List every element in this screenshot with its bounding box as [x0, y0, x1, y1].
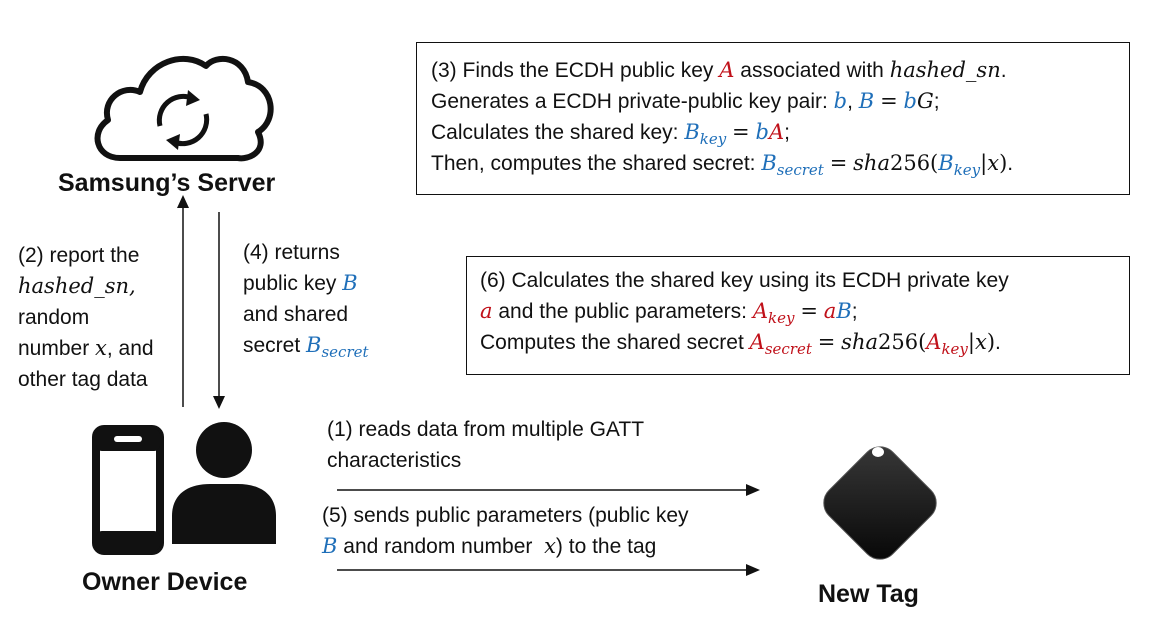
- tag-icon: [823, 446, 937, 560]
- step3-line-3: Calculates the shared key: Bkey = bA;: [431, 120, 790, 148]
- step2-line: (2) report the: [18, 244, 140, 267]
- step5-line: B and random number x) to the tag: [322, 534, 657, 558]
- step5-line: (5) sends public parameters (public key: [322, 504, 689, 527]
- person-icon: [172, 422, 276, 544]
- step6-line-2: a and the public parameters: Akey = aB;: [480, 299, 858, 327]
- step2-label: (2) report the hashed_sn, random number …: [18, 240, 154, 395]
- step1-label: (1) reads data from multiple GATT charac…: [327, 414, 644, 476]
- step4-label: (4) returns public key B and shared secr…: [243, 237, 369, 361]
- step3-line-4: Then, computes the shared secret: Bsecre…: [431, 151, 1014, 179]
- owner-device-title: Owner Device: [82, 568, 248, 596]
- smartphone-icon: [92, 425, 164, 555]
- step4-line: (4) returns: [243, 241, 340, 264]
- step2-line: other tag data: [18, 368, 148, 391]
- step3-box: (3) Finds the ECDH public key A associat…: [416, 42, 1130, 195]
- step6-box: (6) Calculates the shared key using its …: [466, 256, 1130, 375]
- step3-line-1: (3) Finds the ECDH public key A associat…: [431, 58, 1007, 82]
- new-tag-title: New Tag: [818, 580, 919, 608]
- arrow-send-right-head: [746, 564, 760, 576]
- arrow-return-down-head: [213, 396, 225, 409]
- step5-label: (5) sends public parameters (public key …: [322, 500, 689, 562]
- step3-line-2: Generates a ECDH private-public key pair…: [431, 89, 940, 113]
- arrow-read-right-head: [746, 484, 760, 496]
- step1-line: (1) reads data from multiple GATT: [327, 418, 645, 441]
- step4-line: and shared: [243, 303, 349, 326]
- cloud-sync-icon: [94, 55, 274, 162]
- step6-line-3: Computes the shared secret Asecret = sha…: [480, 330, 1001, 358]
- server-title: Samsung’s Server: [58, 169, 276, 197]
- step2-line: hashed_sn,: [18, 274, 136, 298]
- arrow-report-up-head: [177, 195, 189, 208]
- step4-line: public key B: [243, 271, 358, 295]
- step2-line: random: [18, 306, 90, 329]
- step1-line: characteristics: [327, 449, 462, 472]
- step6-line-1: (6) Calculates the shared key using its …: [480, 269, 1009, 292]
- step4-line: secret Bsecret: [243, 333, 369, 361]
- step2-line: number x, and: [18, 336, 154, 360]
